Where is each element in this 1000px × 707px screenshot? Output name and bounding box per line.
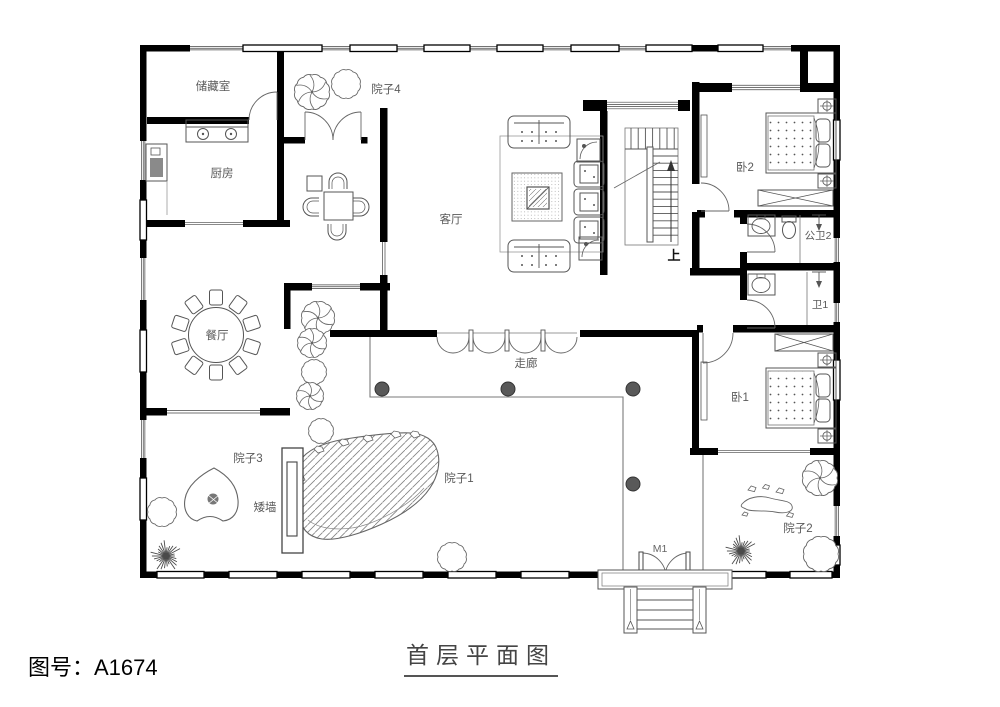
room-label-courtyard3: 院子3 bbox=[233, 451, 262, 465]
room-label-courtyard4: 院子4 bbox=[371, 82, 401, 96]
drawing-number: 图号：A1674 bbox=[28, 655, 158, 680]
room-label-bedroom1: 卧1 bbox=[731, 391, 749, 404]
door-swings bbox=[248, 91, 776, 578]
room-label-bath1: 卫1 bbox=[812, 299, 828, 311]
room-label-kitchen: 厨房 bbox=[211, 167, 234, 180]
room-label-courtyard2: 院子2 bbox=[783, 521, 812, 535]
bath-kitchen-fixtures bbox=[145, 119, 826, 325]
room-label-dining: 餐厅 bbox=[206, 328, 229, 342]
walls bbox=[140, 45, 840, 578]
columns bbox=[374, 381, 641, 492]
pond-rockery bbox=[184, 430, 795, 554]
room-label-bedroom2: 卧2 bbox=[736, 161, 754, 174]
plan-title: 首层平面图 bbox=[404, 636, 558, 677]
furniture bbox=[171, 98, 837, 444]
stairs-up-label: 上 bbox=[667, 248, 680, 263]
entrance-door-label: M1 bbox=[653, 543, 668, 555]
trees-plants bbox=[147, 69, 839, 572]
staircase bbox=[613, 127, 679, 246]
entrance-steps bbox=[597, 569, 733, 634]
room-label-storage: 储藏室 bbox=[196, 79, 231, 93]
windows bbox=[139, 44, 841, 579]
courtyard-boundary bbox=[369, 337, 704, 571]
room-label-public-bath2: 公卫2 bbox=[805, 230, 832, 242]
room-labels: 储藏室 厨房 院子4 客厅 卧2 公卫2 卫1 卧1 餐厅 走廊 院子1 院子3… bbox=[196, 79, 832, 555]
room-label-low-wall: 矮墙 bbox=[254, 500, 277, 514]
room-label-corridor: 走廊 bbox=[515, 356, 538, 370]
room-label-living: 客厅 bbox=[440, 212, 463, 226]
room-label-courtyard1: 院子1 bbox=[444, 471, 473, 485]
